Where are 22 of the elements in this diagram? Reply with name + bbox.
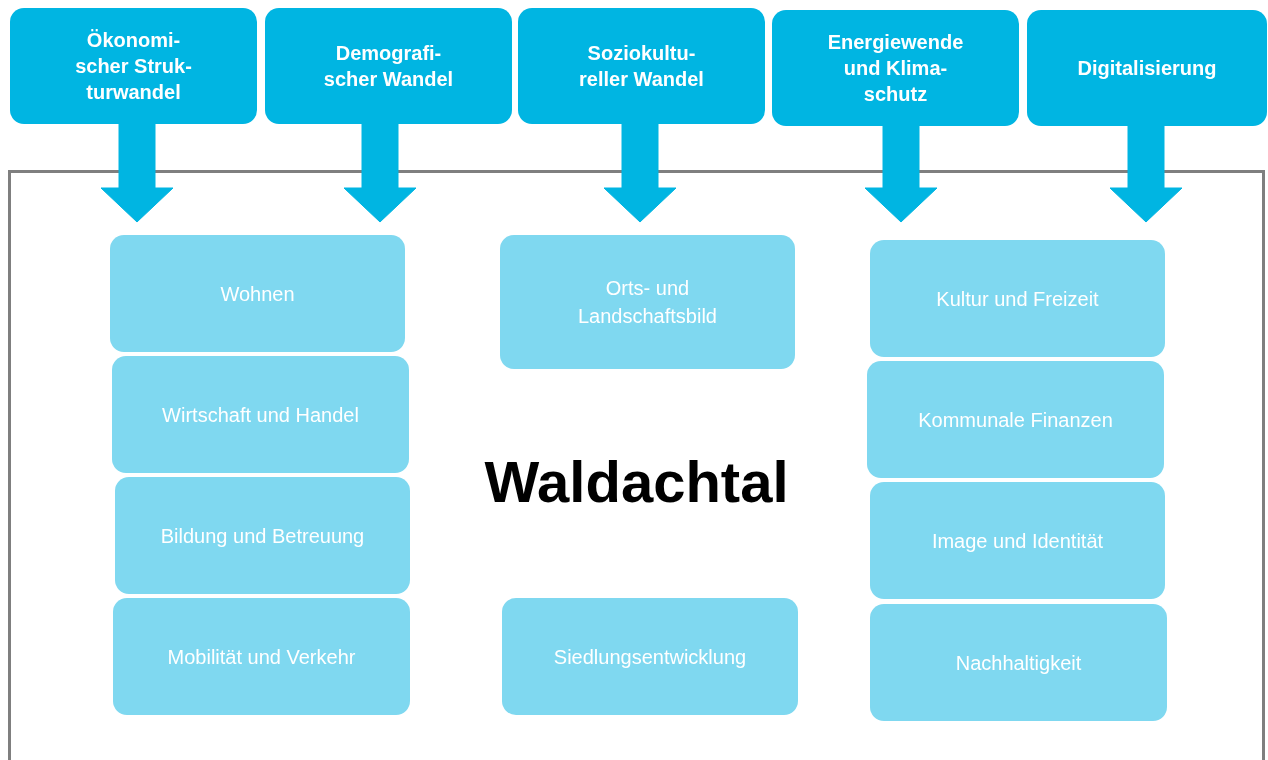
trend-box: Energiewende und Klima- schutz (772, 10, 1019, 126)
topic-box: Kultur und Freizeit (870, 240, 1165, 357)
block-arrow (100, 123, 174, 223)
block-arrow (1109, 125, 1183, 223)
topic-box: Nachhaltigkeit (870, 604, 1167, 721)
topic-box: Wirtschaft und Handel (112, 356, 409, 473)
topic-box: Mobilität und Verkehr (113, 598, 410, 715)
block-arrow (343, 123, 417, 223)
topic-box: Image und Identität (870, 482, 1165, 599)
block-arrow (603, 123, 677, 223)
topic-box: Bildung und Betreuung (115, 477, 410, 594)
area-frame (8, 170, 1265, 760)
topic-box: Wohnen (110, 235, 405, 352)
trend-box: Soziokultu- reller Wandel (518, 8, 765, 124)
topic-box: Siedlungsentwicklung (502, 598, 798, 715)
block-arrow (864, 125, 938, 223)
area-title: Waldachtal (483, 448, 790, 515)
trend-box: Digitalisierung (1027, 10, 1267, 126)
topic-box: Orts- und Landschaftsbild (500, 235, 795, 369)
topic-box: Kommunale Finanzen (867, 361, 1164, 478)
trend-box: Ökonomi- scher Struk- turwandel (10, 8, 257, 124)
trend-box: Demografi- scher Wandel (265, 8, 512, 124)
